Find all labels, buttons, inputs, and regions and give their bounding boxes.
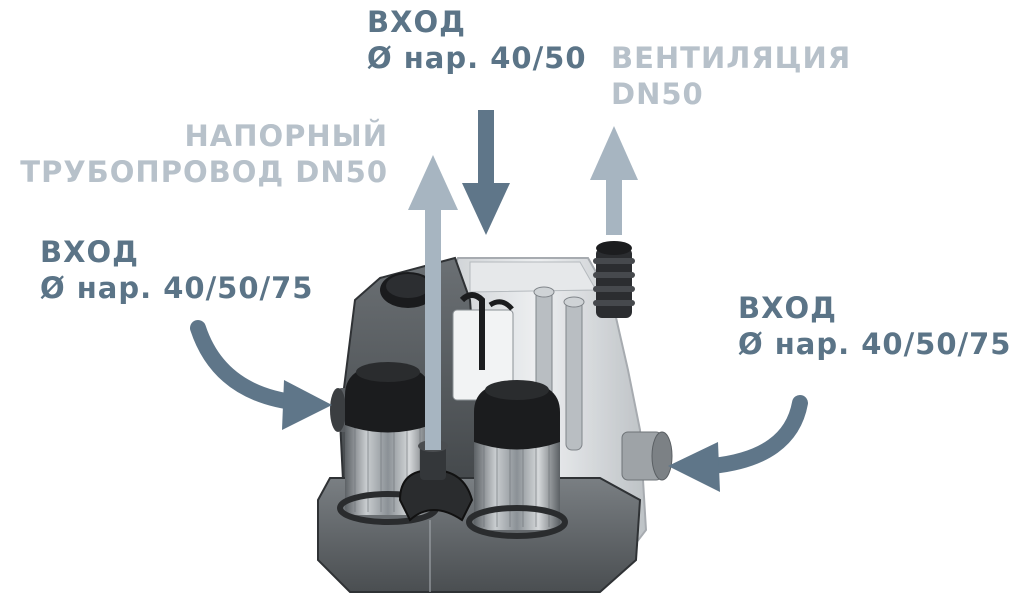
ventilation-arrow-shaft xyxy=(606,175,622,235)
label-pressure-pipe-title: НАПОРНЫЙ xyxy=(184,119,388,153)
arrow-up-icon xyxy=(590,126,638,180)
label-left-inlet-title: ВХОД xyxy=(40,235,139,269)
arrow-up-icon xyxy=(408,155,458,210)
left-inlet-arrow-curve xyxy=(190,320,308,411)
label-left-inlet-diameter: Ø нар. 40/50/75 xyxy=(40,271,314,305)
label-right-inlet-title: ВХОД xyxy=(738,291,837,325)
label-right-inlet: ВХОД Ø нар. 40/50/75 xyxy=(738,290,1011,362)
right-inlet-port xyxy=(621,431,673,481)
label-ventilation-title: ВЕНТИЛЯЦИЯ xyxy=(611,41,852,75)
right-motor xyxy=(466,380,568,539)
curved-arrow-icon xyxy=(282,380,332,430)
right-inlet-arrow-curve xyxy=(704,395,808,474)
label-ventilation: ВЕНТИЛЯЦИЯ DN50 xyxy=(611,40,851,112)
ventilation-pipe xyxy=(593,241,635,318)
curved-arrow-icon xyxy=(668,442,720,492)
top-inlet-arrow-shaft xyxy=(478,110,494,188)
arrow-down-icon xyxy=(462,183,510,235)
label-pressure-pipe-size: ТРУБОПРОВОД DN50 xyxy=(20,155,388,189)
label-pressure-pipe: НАПОРНЫЙ ТРУБОПРОВОД DN50 xyxy=(20,118,388,190)
label-right-inlet-diameter: Ø нар. 40/50/75 xyxy=(738,327,1012,361)
label-left-inlet: ВХОД Ø нар. 40/50/75 xyxy=(40,234,313,306)
label-top-inlet-title: ВХОД xyxy=(367,5,466,39)
label-top-inlet-diameter: Ø нар. 40/50 xyxy=(367,41,587,75)
pressure-arrow-shaft xyxy=(425,205,441,450)
left-motor xyxy=(337,362,439,525)
label-ventilation-size: DN50 xyxy=(611,77,704,111)
label-top-inlet: ВХОД Ø нар. 40/50 xyxy=(367,4,587,76)
